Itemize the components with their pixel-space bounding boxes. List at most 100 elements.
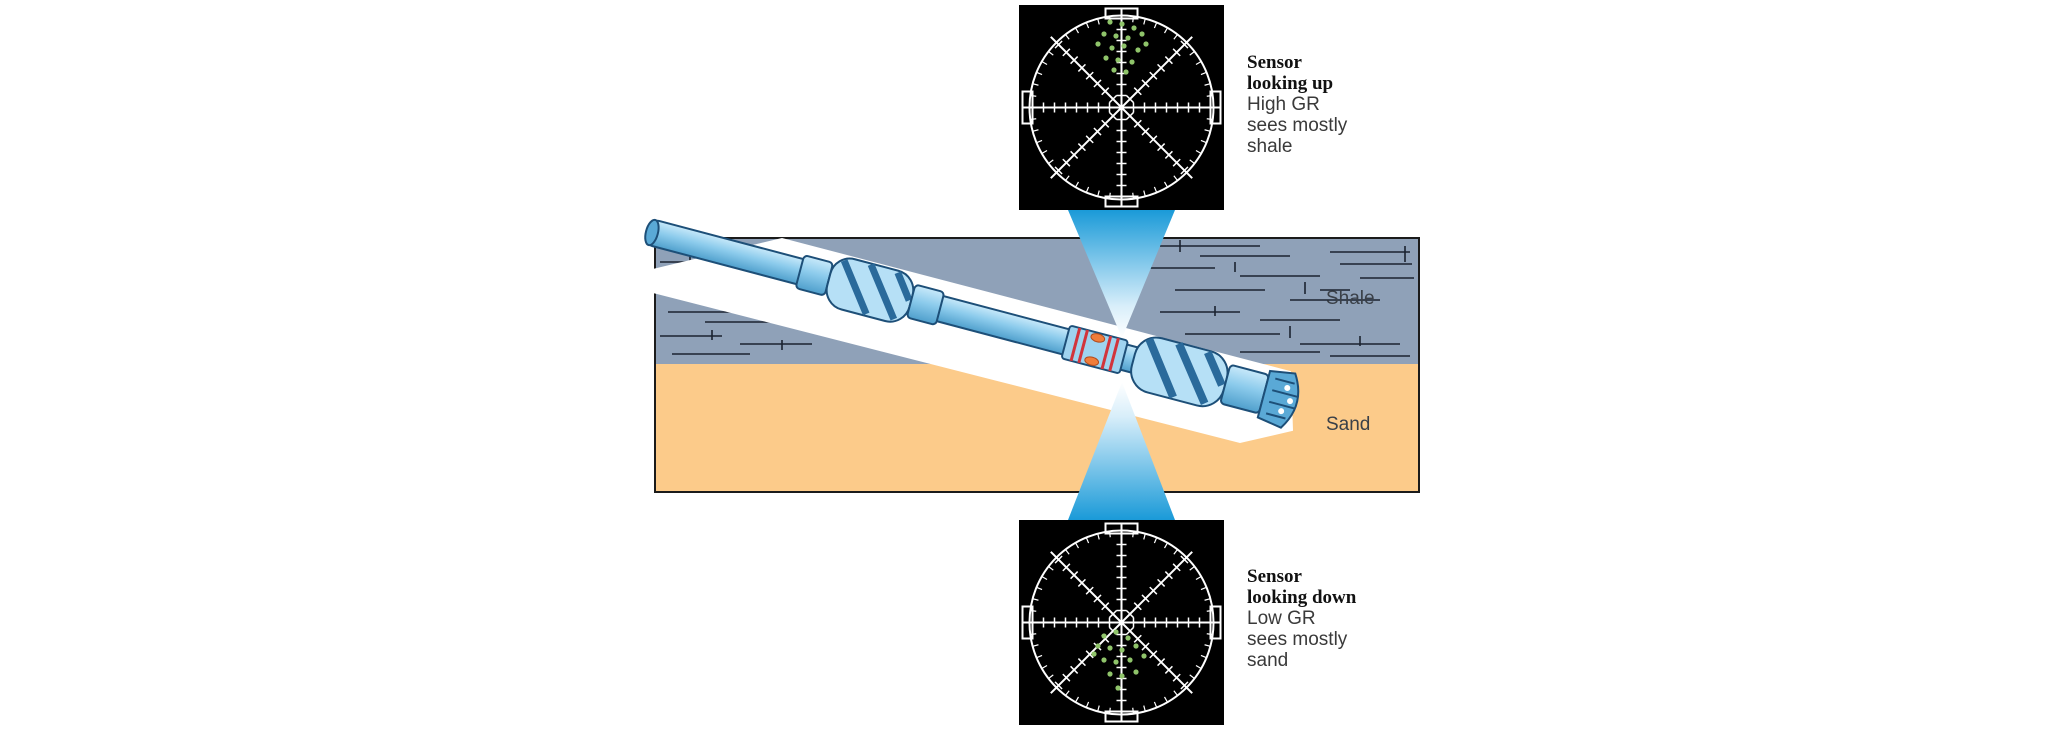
scope-tick: [1164, 56, 1173, 65]
scope-rim-tick: [1032, 129, 1039, 132]
scope-rim-tick: [1200, 586, 1207, 591]
scope-tick: [1157, 578, 1166, 587]
scope-tick: [1093, 594, 1102, 603]
scope-tick: [1101, 87, 1110, 96]
scope-rim-tick: [1181, 557, 1187, 563]
scope-tick: [1172, 563, 1181, 572]
scope-spoke: [1050, 36, 1123, 109]
scope-rim-tick: [1181, 682, 1187, 688]
scope-rim-tick: [1085, 186, 1090, 193]
sensor-up-window: [1090, 333, 1106, 343]
scope-spoke: [1050, 551, 1123, 624]
scope-tick: [1133, 602, 1142, 611]
scope-tick: [1164, 571, 1173, 580]
scope-rim-tick: [1036, 586, 1043, 591]
scope-cap: [1104, 522, 1139, 535]
scope-rim-tick: [1143, 18, 1146, 25]
pipe-end: [644, 218, 660, 247]
scope-rim-tick: [1074, 181, 1080, 188]
sensor-down-callout: Sensor looking down Low GR sees mostly s…: [1247, 566, 1356, 671]
scope-rim-tick: [1036, 654, 1043, 659]
scope-rim-tick: [1074, 696, 1080, 703]
scope-rim-tick: [1041, 664, 1048, 670]
scope-tick: [1077, 658, 1086, 667]
scope-rim-tick: [1032, 644, 1039, 647]
scope-rim-tick: [1085, 537, 1090, 544]
scope-tick: [1062, 48, 1071, 57]
scope-tick: [1164, 150, 1173, 159]
drill-bit: [1256, 369, 1300, 429]
scope-rim-tick: [1085, 22, 1090, 29]
scope-rim-tick: [1041, 575, 1048, 581]
scope-tick: [1141, 127, 1150, 136]
scope-rim-tick: [1204, 129, 1211, 132]
scope-tick: [1157, 658, 1166, 667]
scope-rim-tick: [1036, 71, 1043, 76]
scope-rim-tick: [1048, 51, 1054, 56]
scope-rim-tick: [1204, 598, 1211, 601]
scope-rim-tick: [1056, 557, 1062, 563]
scope-rim-tick: [1097, 18, 1100, 25]
beam-down: [1068, 382, 1175, 520]
scope-cap: [1104, 710, 1139, 723]
scope-tick: [1141, 642, 1150, 651]
scope-tick: [1062, 158, 1071, 167]
scope-tick: [1085, 650, 1094, 659]
scope-tick: [1085, 586, 1094, 595]
scope-rim-tick: [1065, 690, 1070, 696]
scope-rim-tick: [1032, 83, 1039, 86]
scope-rim-tick: [1173, 34, 1178, 40]
sensor-down-dots: [1091, 629, 1147, 691]
scope-tick: [1149, 135, 1158, 144]
shale-label: Shale: [1326, 288, 1375, 309]
sensor-down-window: [1084, 356, 1100, 366]
scope-rim-tick: [1163, 542, 1169, 549]
scope-cap: [1104, 7, 1139, 20]
scope-spoke: [1050, 621, 1123, 694]
scope-tick: [1108, 609, 1118, 619]
sensor-up-dots: [1095, 19, 1149, 75]
scope-rim-tick: [1153, 701, 1158, 708]
scope-rim-tick: [1056, 682, 1062, 688]
sensor-up-title-1: Sensor: [1247, 52, 1302, 73]
scope-rim-tick: [1173, 175, 1178, 181]
scope-rim-tick: [1032, 598, 1039, 601]
scope-tick: [1108, 111, 1118, 121]
scope-rim-tick: [1074, 542, 1080, 549]
scope-rim-tick: [1143, 533, 1146, 540]
scope-rim-tick: [1097, 190, 1100, 197]
scope-rim-tick: [1041, 60, 1048, 66]
sensor-down-scope: [1021, 522, 1222, 723]
scope-tick: [1157, 143, 1166, 152]
beam-up: [1068, 210, 1175, 338]
scope-cap: [1209, 605, 1222, 640]
scope-rim-tick: [1143, 705, 1146, 712]
scope-tick: [1149, 71, 1158, 80]
scope-rim-tick: [1189, 674, 1195, 679]
scope-rim-tick: [1181, 42, 1187, 48]
scope-rim-tick: [1200, 139, 1207, 144]
scope-tick: [1101, 119, 1110, 128]
scope-rim-tick: [1200, 654, 1207, 659]
scope-tick: [1062, 673, 1071, 682]
scope-tick: [1149, 586, 1158, 595]
scope-tick: [1141, 594, 1150, 603]
scope-tick: [1085, 135, 1094, 144]
stabilizer-1: [825, 257, 915, 323]
scope-rim-tick: [1065, 34, 1070, 40]
scope-rim-tick: [1085, 701, 1090, 708]
scope-tick: [1125, 609, 1135, 619]
scope-tick: [1077, 143, 1086, 152]
scope-rim-tick: [1153, 537, 1158, 544]
sensor-down-title-1: Sensor: [1247, 566, 1302, 587]
scope-rim-tick: [1195, 575, 1202, 581]
scope-cap: [1021, 90, 1034, 125]
scope-tick: [1101, 602, 1110, 611]
scope-spoke: [1120, 36, 1193, 109]
scope-tick: [1157, 63, 1166, 72]
scope-rim-tick: [1173, 549, 1178, 555]
stabilizer-2: [1130, 336, 1229, 408]
scope-rim-tick: [1200, 71, 1207, 76]
scope-rim-tick: [1036, 139, 1043, 144]
